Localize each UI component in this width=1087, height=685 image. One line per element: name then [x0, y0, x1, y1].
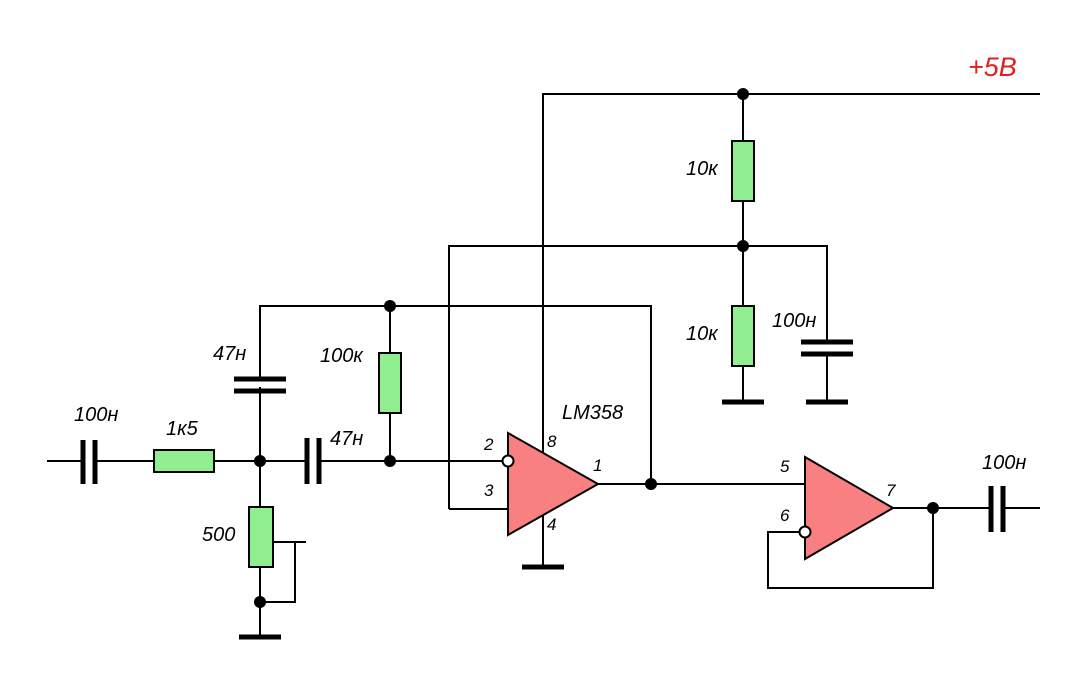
label-r-feedback: 100к — [320, 345, 364, 367]
capacitor-c-couple — [304, 438, 322, 484]
ground-symbols — [239, 399, 848, 640]
pin-label-7: 7 — [886, 481, 896, 500]
label-r-div-bottom: 10к — [686, 323, 719, 345]
pin-label-3: 3 — [484, 481, 494, 500]
chip-label: LM358 — [562, 402, 623, 424]
resistor-r-series — [153, 449, 215, 473]
opamp-1 — [507, 431, 601, 537]
capacitor-c-shunt — [234, 376, 286, 394]
label-c-shunt: 47н — [213, 343, 246, 365]
inverting-input-marker-1 — [501, 454, 515, 468]
potentiometer-500 — [248, 506, 274, 568]
opamp-2-buffer — [804, 455, 895, 561]
resistor-r-feedback — [378, 352, 402, 414]
label-c-bypass: 100н — [772, 310, 816, 332]
label-pot: 500 — [202, 524, 235, 546]
pin-label-2: 2 — [483, 435, 494, 454]
resistor-r-div-bottom — [731, 305, 755, 367]
supply-label: +5B — [968, 52, 1017, 82]
pin-label-4: 4 — [547, 515, 556, 534]
label-c-couple: 47н — [330, 428, 363, 450]
junction-dots — [254, 88, 939, 608]
wires — [47, 93, 1040, 637]
inverting-input-marker-2 — [798, 525, 812, 539]
pin-label-5: 5 — [780, 457, 790, 476]
pin-label-1: 1 — [593, 456, 602, 475]
capacitor-c-out — [988, 486, 1006, 532]
label-c-in: 100н — [74, 404, 118, 426]
capacitor-c-in — [80, 440, 98, 484]
pin-label-8: 8 — [547, 432, 557, 451]
label-r-series: 1к5 — [166, 418, 199, 440]
label-c-out: 100н — [982, 452, 1026, 474]
pin-label-6: 6 — [780, 506, 790, 525]
resistor-r-div-top — [731, 140, 755, 202]
label-r-div-top: 10к — [686, 158, 719, 180]
capacitor-c-bypass — [801, 339, 853, 357]
